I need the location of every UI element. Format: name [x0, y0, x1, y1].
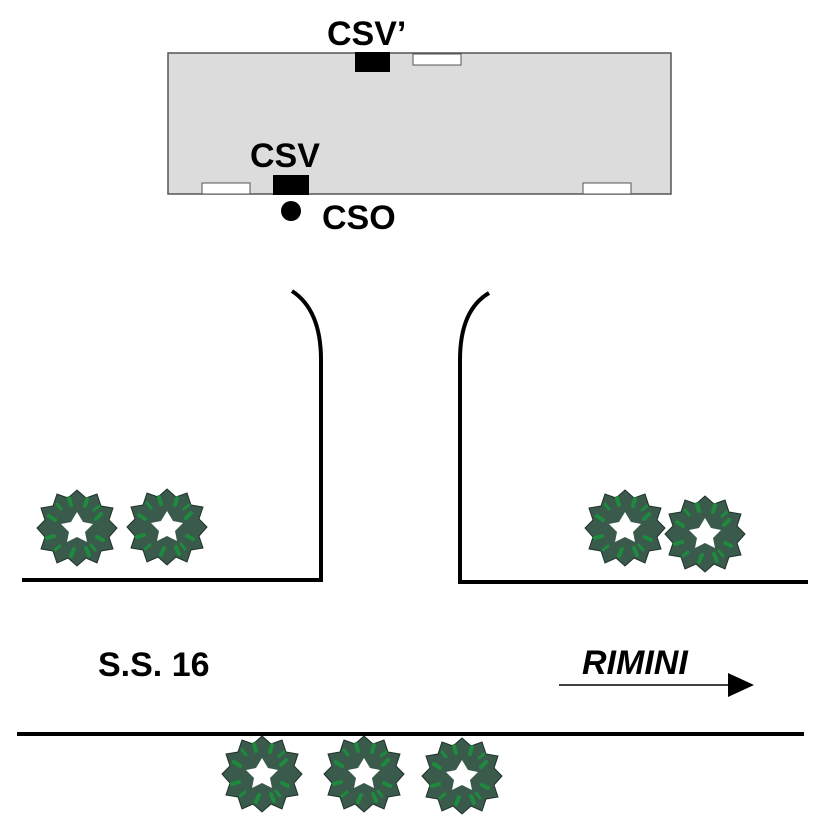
road-label: S.S. 16 [98, 646, 210, 684]
bush-icon [220, 734, 304, 814]
csv-top-label: CSV’ [327, 15, 406, 53]
access-road-right-edge [458, 291, 808, 584]
direction-label: RIMINI [582, 644, 689, 682]
building [167, 52, 672, 195]
csv-top-sensor [355, 52, 390, 72]
circle-marker-icon [281, 201, 301, 221]
bush-icon [125, 487, 209, 567]
csv-bottom-label: CSV [250, 137, 320, 175]
access-road-left-edge [22, 289, 323, 582]
bush-icon [663, 494, 747, 574]
bush-icon [583, 488, 667, 568]
window-bottom-left [201, 182, 251, 195]
bush-icon [35, 488, 119, 568]
arrow-right-icon [559, 673, 754, 697]
bush-icon [420, 736, 504, 816]
bush-icon [322, 734, 406, 814]
window-top [412, 53, 462, 66]
csv-bottom-sensor [273, 175, 309, 195]
window-bottom-right [582, 182, 632, 195]
cso-label: CSO [322, 199, 396, 237]
